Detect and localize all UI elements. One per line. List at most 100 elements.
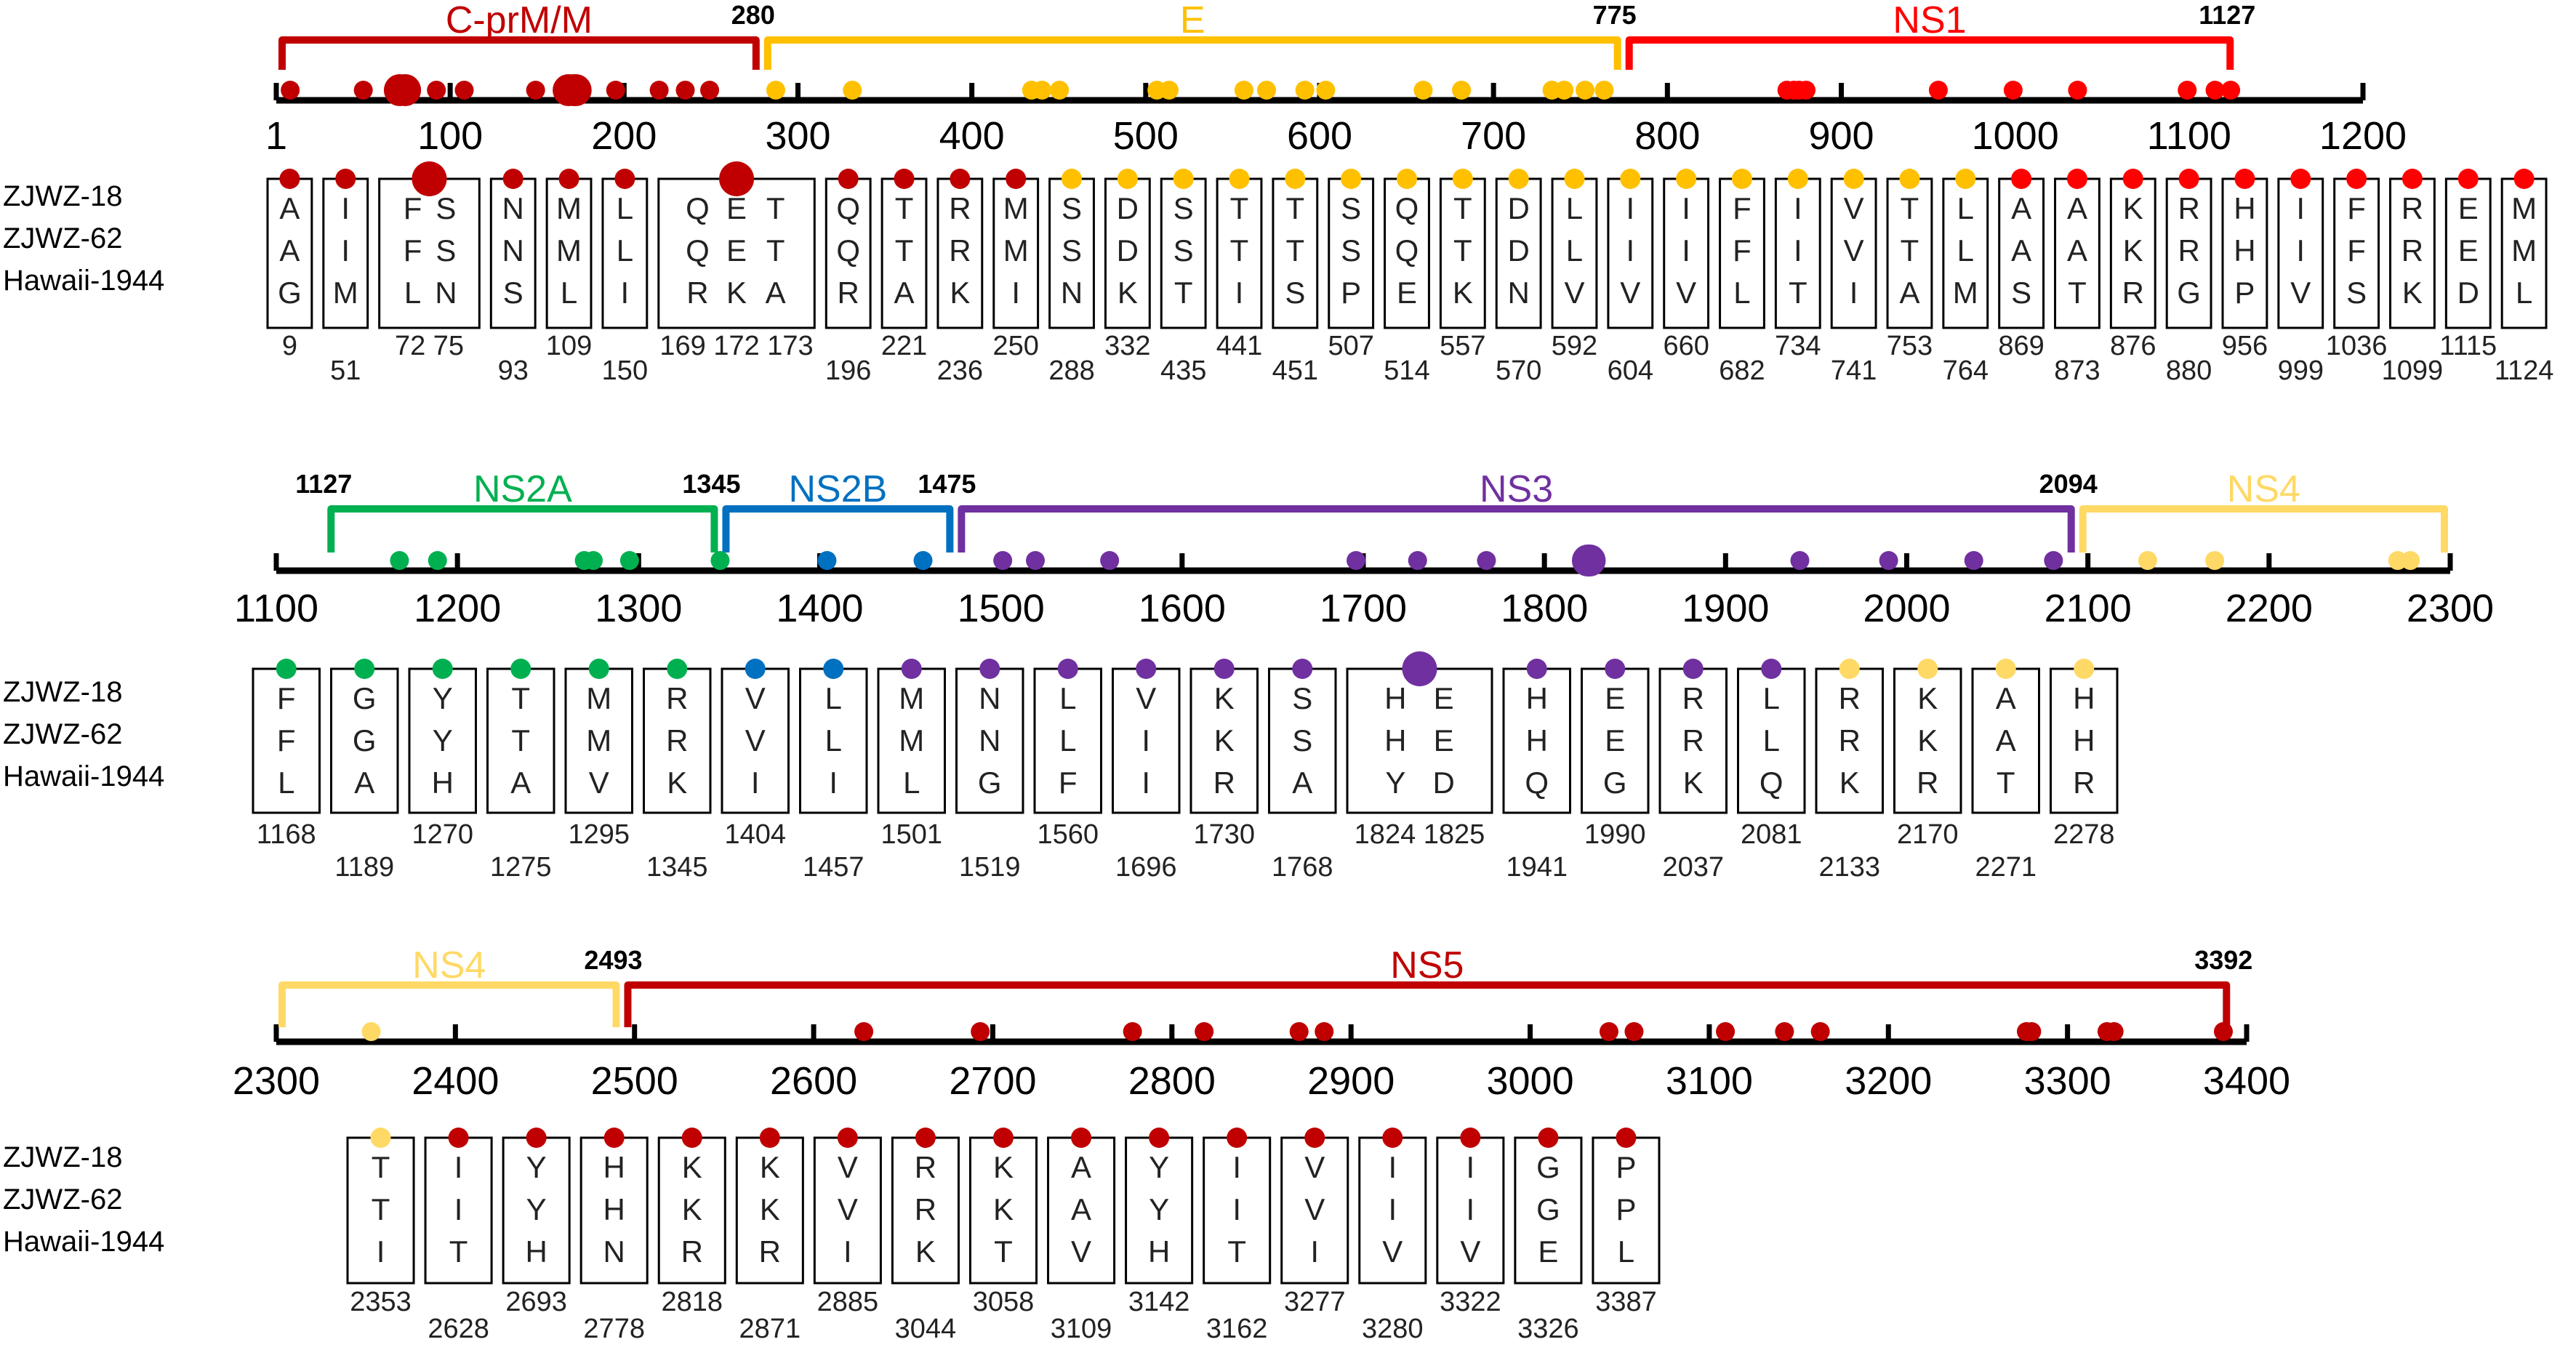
position-number: 3326 — [1517, 1314, 1579, 1344]
residue-box — [1886, 177, 1933, 329]
residue-letter: Y — [1149, 1192, 1169, 1226]
mutation-dot — [502, 169, 523, 189]
residue-letter: A — [2067, 191, 2087, 225]
residue-box — [1280, 1136, 1349, 1285]
region-bracket — [327, 505, 718, 553]
mutation-dot — [2346, 169, 2367, 189]
axis-tick-label: 2200 — [2226, 587, 2313, 630]
strain-label: Hawaii-1944 — [3, 1226, 164, 1258]
axis-mutation-dot — [1123, 1022, 1142, 1041]
residue-letter: V — [1460, 1234, 1480, 1269]
mutation-dot — [1917, 659, 1938, 679]
axis-mutation-dot — [1810, 1022, 1830, 1041]
axis-tick-label: 700 — [1461, 114, 1526, 158]
region-boundary-label: 2094 — [2039, 469, 2098, 499]
region-label: NS4 — [412, 944, 486, 987]
residue-letter: T — [511, 681, 530, 715]
residue-letter: R — [681, 1234, 703, 1269]
residue-box — [1125, 1136, 1194, 1285]
axis-mutation-dot — [584, 551, 603, 570]
residue-letter: Q — [686, 191, 710, 225]
residue-letter: D — [1432, 766, 1454, 800]
residue-box — [2109, 177, 2156, 329]
residue-letter: V — [2290, 276, 2311, 310]
mutation-dot — [1213, 659, 1235, 679]
residue-box — [1607, 177, 1654, 329]
region-bracket — [1625, 36, 2234, 70]
residue-letter: I — [1388, 1192, 1397, 1226]
residue-letter: T — [1997, 766, 2015, 800]
residue-box — [1160, 177, 1207, 329]
mutation-dot — [1995, 659, 2016, 679]
residue-box — [1328, 177, 1375, 329]
position-number: 288 — [1048, 355, 1094, 386]
mutation-dot — [1285, 169, 1306, 189]
position-number: 753 — [1887, 331, 1933, 361]
axis-mutation-dot — [1289, 1022, 1309, 1041]
residue-letter: N — [1507, 276, 1529, 310]
axis-mutation-dot — [913, 551, 933, 570]
region-bracket — [278, 36, 760, 70]
residue-letter: T — [2068, 276, 2087, 310]
axis-mutation-dot — [675, 81, 695, 100]
residue-letter: S — [1341, 191, 1361, 225]
position-number: 876 — [2110, 331, 2156, 361]
residue-letter: H — [603, 1150, 625, 1184]
residue-letter: L — [561, 276, 577, 310]
residue-letter: S — [2011, 276, 2031, 310]
residue-letter: T — [766, 191, 785, 225]
residue-letter: E — [1434, 723, 1454, 758]
position-number: 2693 — [505, 1287, 567, 1317]
residue-letter: Y — [526, 1150, 547, 1184]
position-number: 682 — [1719, 355, 1765, 386]
mutation-dot — [1731, 169, 1752, 189]
mutation-dot — [1460, 1128, 1481, 1148]
residue-letter: M — [556, 191, 582, 225]
mutation-dot — [1682, 659, 1704, 679]
residue-letter: I — [843, 1234, 852, 1269]
axis-tick-label: 2900 — [1307, 1059, 1395, 1103]
residue-letter: Q — [1395, 233, 1419, 268]
residue-box — [2277, 177, 2324, 329]
axis-mutation-dot — [281, 81, 300, 100]
axis-mutation-dot — [1032, 81, 1052, 100]
residue-letter: K — [950, 276, 970, 310]
residue-letter: R — [2178, 191, 2199, 225]
residue-letter: V — [1844, 191, 1864, 225]
position-number: 2885 — [817, 1287, 879, 1317]
mutation-dot — [1006, 169, 1027, 189]
residue-letter: M — [586, 681, 611, 715]
axis-mutation-dot — [2205, 81, 2225, 100]
axis-mutation-dot — [1594, 81, 1614, 100]
mutation-dot — [1227, 1128, 1248, 1148]
strain-label: Hawaii-1944 — [3, 760, 164, 792]
residue-letter: D — [1507, 233, 1529, 268]
position-number: 1270 — [412, 819, 473, 850]
position-number: 2871 — [739, 1314, 801, 1344]
axis-tick-label: 600 — [1287, 114, 1352, 158]
residue-letter: K — [760, 1192, 780, 1226]
residue-box — [2444, 177, 2492, 329]
axis-tick-label: 300 — [765, 114, 830, 158]
residue-letter: L — [278, 766, 294, 800]
axis-mutation-dot — [971, 1022, 990, 1041]
axis-mutation-dot — [1599, 1022, 1618, 1041]
position-number: 741 — [1831, 355, 1877, 386]
axis-mutation-dot — [1797, 81, 1816, 100]
residue-letter: L — [1059, 723, 1076, 758]
mutation-dot — [1564, 169, 1585, 189]
residue-letter: L — [1566, 233, 1583, 268]
residue-letter: V — [1844, 233, 1864, 268]
mutation-dot — [588, 659, 609, 679]
residue-letter: F — [1733, 233, 1752, 268]
residue-letter: R — [1682, 681, 1704, 715]
residue-letter: L — [1059, 681, 1076, 715]
residue-letter: K — [2402, 276, 2423, 310]
residue-letter: K — [993, 1150, 1014, 1184]
residue-box — [955, 667, 1024, 814]
residue-letter: A — [1996, 723, 2016, 758]
residue-letter: R — [949, 191, 971, 225]
residue-letter: A — [1071, 1192, 1091, 1226]
axis-tick-label: 2300 — [2407, 587, 2494, 630]
position-number: 604 — [1608, 355, 1653, 386]
